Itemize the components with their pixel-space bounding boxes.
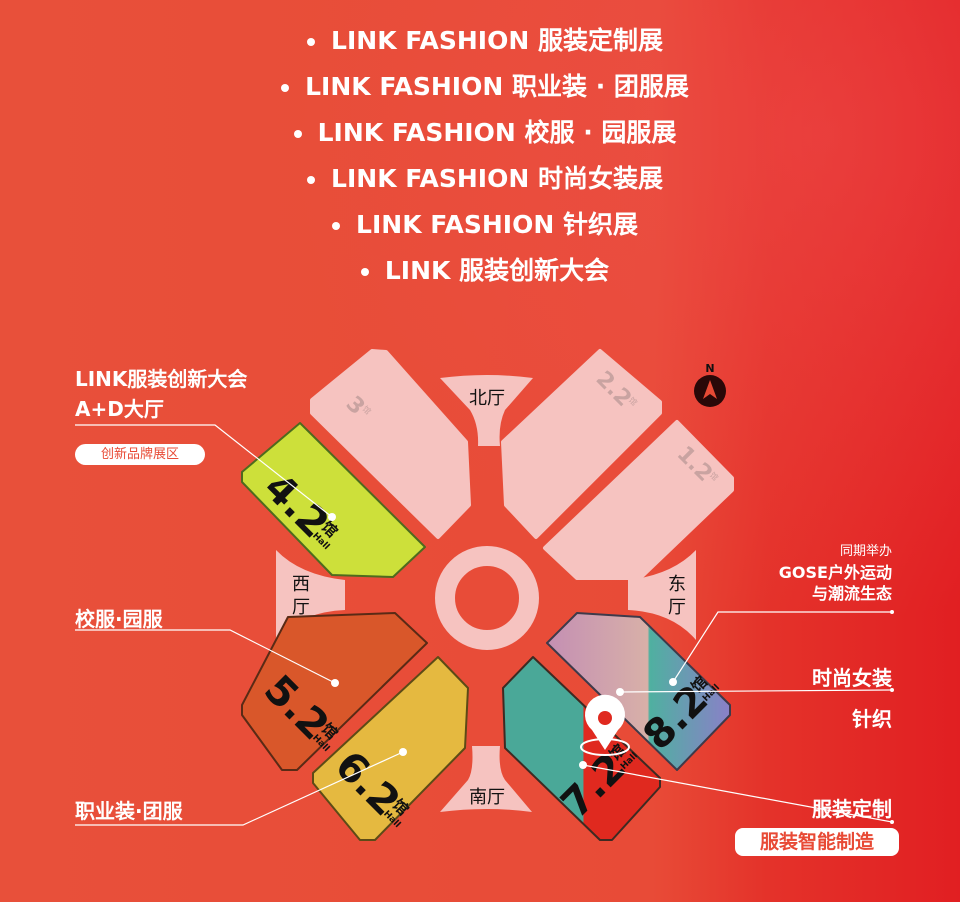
innovation-hall: A+D大厅 <box>75 397 164 421</box>
hall-5-2[interactable]: 5.2 馆 Hall <box>241 612 428 771</box>
title-text: LINK FASHION 职业装 · 团服展 <box>305 72 689 101</box>
title-item: LINK 服装创新大会 <box>0 248 960 294</box>
location-pin-icon <box>580 694 630 756</box>
central-plaza <box>435 546 539 650</box>
lobby-label: 厅 <box>292 597 310 618</box>
leader-lines <box>75 424 893 826</box>
title-item: LINK FASHION 校服 · 园服展 <box>0 110 960 156</box>
leader-dots <box>328 513 894 824</box>
compass-label: N <box>705 362 714 375</box>
title-text: LINK FASHION 时尚女装展 <box>331 164 663 193</box>
title-item: LINK FASHION 时尚女装展 <box>0 156 960 202</box>
women-label: 时尚女装 <box>812 666 892 690</box>
lobby-label: 南厅 <box>469 787 505 808</box>
lobby-label: 厅 <box>668 597 686 618</box>
hall-2-2[interactable]: 2.2 馆 <box>501 349 662 539</box>
north-compass-icon: N <box>694 362 726 407</box>
exhibition-list: LINK FASHION 服装定制展 LINK FASHION 职业装 · 团服… <box>0 18 960 294</box>
title-item: LINK FASHION 服装定制展 <box>0 18 960 64</box>
title-text: LINK 服装创新大会 <box>384 256 610 285</box>
title-item: LINK FASHION 职业装 · 团服展 <box>0 64 960 110</box>
title-text: LINK FASHION 针织展 <box>356 210 638 239</box>
title-text: LINK FASHION 校服 · 园服展 <box>317 118 677 147</box>
innovation-pill: 创新品牌展区 <box>75 444 205 465</box>
concurrent-label: 同期举办 <box>839 544 892 559</box>
title-item: LINK FASHION 针织展 <box>0 202 960 248</box>
innovation-title: LINK服装创新大会 <box>75 367 248 391</box>
knit-label: 针织 <box>852 707 892 731</box>
gose-label-2: 与潮流生态 <box>811 584 892 603</box>
work-label: 职业装·团服 <box>75 799 183 823</box>
lobby-label: 北厅 <box>469 388 505 409</box>
north-lobby[interactable]: 北厅 <box>440 375 533 446</box>
lobby-label: 东 <box>668 574 686 595</box>
gose-label-1: GOSE户外运动 <box>778 563 892 582</box>
east-lobby[interactable]: 东 厅 <box>628 550 696 640</box>
title-text: LINK FASHION 服装定制展 <box>331 26 663 55</box>
custom-pill: 服装智能制造 <box>735 828 899 856</box>
custom-label: 服装定制 <box>812 797 892 821</box>
hall-1-2[interactable]: 1.2 馆 <box>543 420 734 580</box>
hall-6-2[interactable]: 6.2 馆 Hall <box>312 656 469 841</box>
hall-3[interactable]: 3 馆 <box>310 349 471 539</box>
lobby-label: 西 <box>292 574 310 595</box>
school-label: 校服·园服 <box>75 607 163 631</box>
south-lobby[interactable]: 南厅 <box>440 746 532 812</box>
